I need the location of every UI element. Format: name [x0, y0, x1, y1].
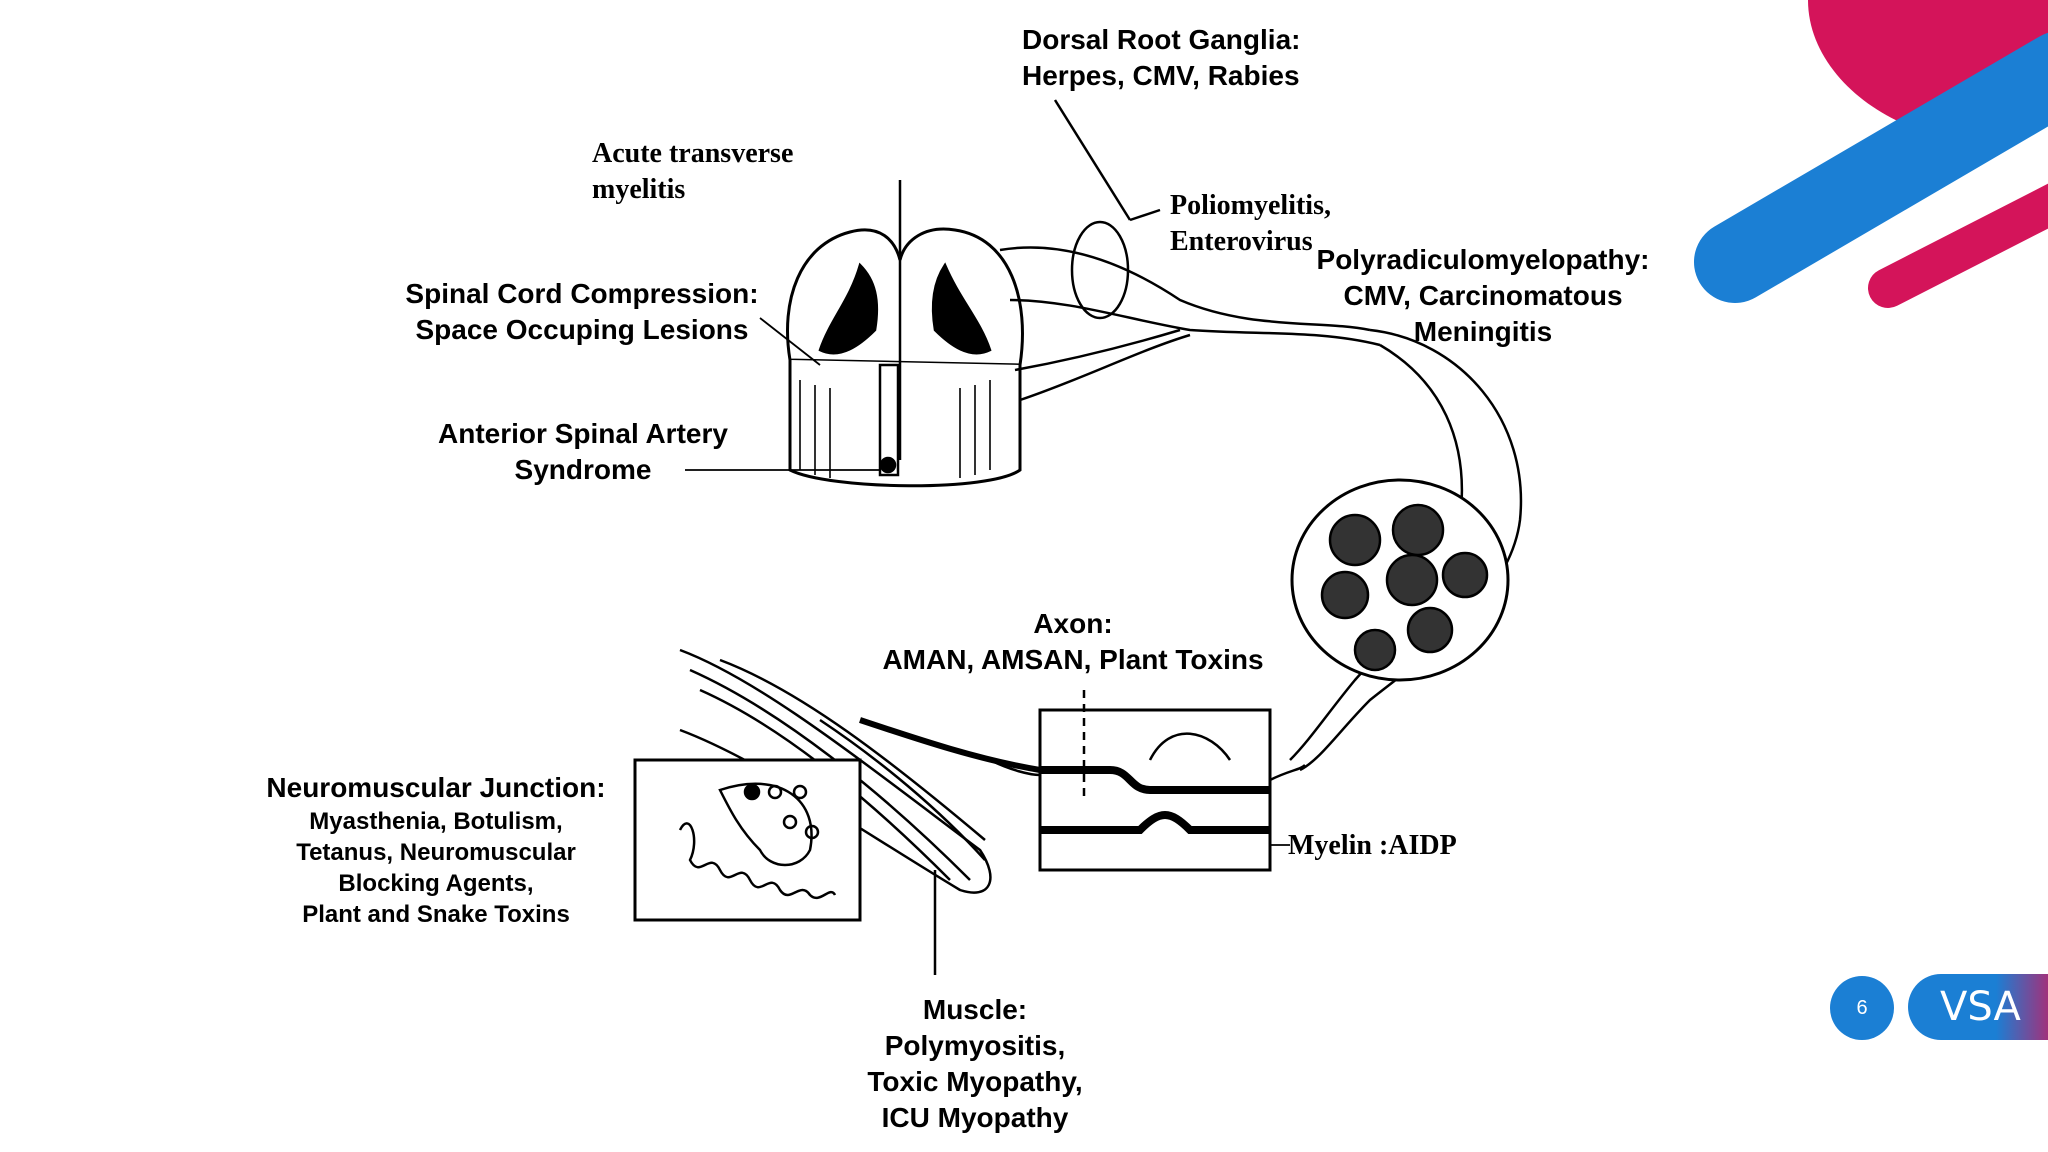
label-line: ICU Myopathy — [881, 1102, 1069, 1133]
label-line: Dorsal Root Ganglia: — [1022, 24, 1301, 55]
label-line: Blocking Agents, — [338, 870, 534, 897]
label-line: Polyradiculomyelopathy: — [1316, 244, 1650, 275]
brand-logo: VSA — [1908, 974, 2048, 1040]
label-anterior-spinal-artery: Anterior Spinal Artery Syndrome — [418, 416, 748, 488]
neuromuscular-junction-box — [633, 758, 862, 922]
label-line: CMV, Carcinomatous — [1343, 280, 1623, 311]
label-polyradiculomyelopathy: Polyradiculomyelopathy: CMV, Carcinomato… — [1310, 242, 1656, 350]
label-line: Enterovirus — [1170, 226, 1313, 257]
label-line: Herpes, CMV, Rabies — [1022, 60, 1300, 91]
muscle-fibers — [679, 648, 1041, 975]
label-line: myelitis — [592, 174, 686, 205]
label-myelin: Myelin :AIDP — [1288, 830, 1457, 861]
label-line: AMAN, AMSAN, Plant Toxins — [882, 644, 1264, 675]
label-line: Axon: — [1033, 608, 1113, 639]
label-line: Spinal Cord Compression: — [405, 278, 759, 309]
label-spinal-cord-compression: Spinal Cord Compression: Space Occuping … — [392, 276, 772, 348]
label-line: Anterior Spinal Artery — [438, 418, 728, 449]
label-line: Neuromuscular Junction: — [266, 772, 606, 803]
axon-detail-box — [989, 690, 1306, 872]
label-line: Toxic Myopathy, — [867, 1066, 1083, 1097]
label-line: Poliomyelitis, — [1170, 190, 1331, 221]
label-line: Muscle: — [922, 994, 1028, 1025]
label-axon: Axon: AMAN, AMSAN, Plant Toxins — [868, 606, 1278, 678]
label-muscle: Muscle: Polymyositis, Toxic Myopathy, IC… — [820, 992, 1130, 1136]
label-neuromuscular-junction: Neuromuscular Junction: Myasthenia, Botu… — [256, 770, 616, 930]
label-line: Tetanus, Neuromuscular — [296, 839, 576, 866]
label-dorsal-root-ganglia: Dorsal Root Ganglia: Herpes, CMV, Rabies — [1022, 22, 1300, 94]
label-line: Acute transverse — [592, 138, 794, 169]
nerve-fascicles — [1290, 478, 1510, 682]
label-line: Syndrome — [514, 454, 652, 485]
magenta-diagonal-band — [1868, 183, 2048, 308]
leader-lines — [685, 317, 1290, 846]
label-line: Plant and Snake Toxins — [302, 901, 570, 928]
label-poliomyelitis: Poliomyelitis, Enterovirus — [1170, 188, 1331, 260]
blue-diagonal-band — [1694, 32, 2048, 303]
label-line: Meningitis — [1413, 316, 1553, 347]
page-number-badge: 6 — [1830, 976, 1894, 1040]
label-line: Space Occuping Lesions — [415, 314, 749, 345]
label-acute-transverse-myelitis: Acute transverse myelitis — [592, 136, 793, 208]
label-line: Myasthenia, Botulism, — [309, 808, 563, 835]
spinal-cord-section — [786, 180, 1024, 488]
label-line: Polymyositis, — [884, 1030, 1066, 1061]
